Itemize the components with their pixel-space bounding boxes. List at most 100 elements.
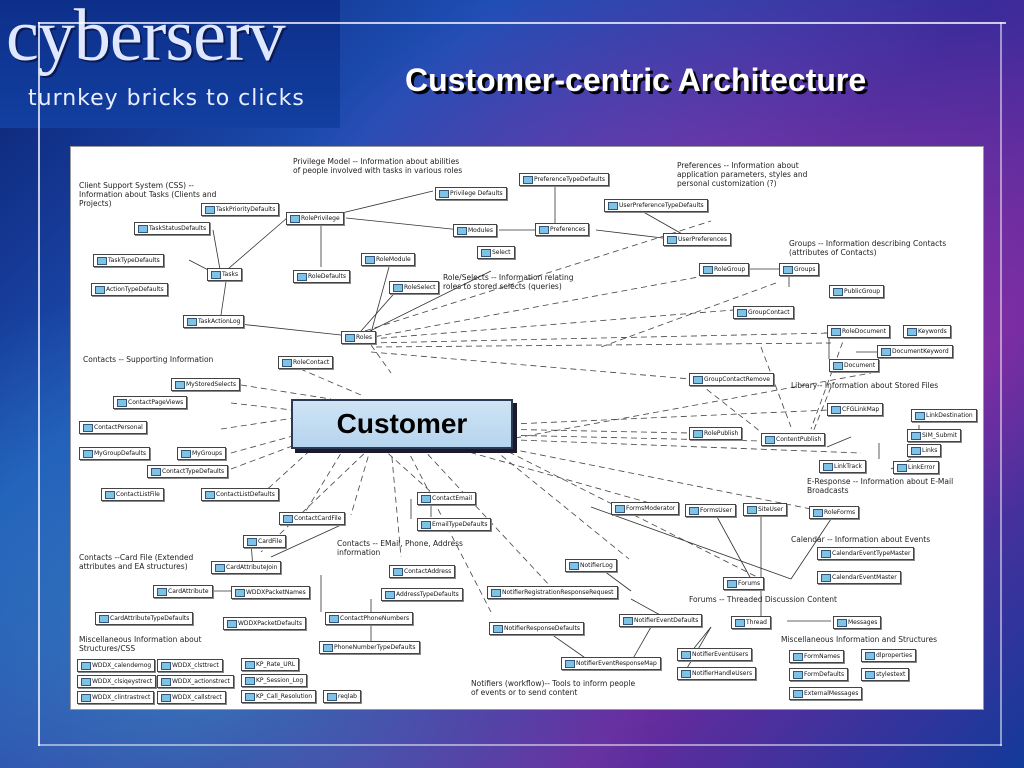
brand-tagline: turnkey bricks to clicks xyxy=(28,86,305,111)
entity-notifier-event-defaults: NotifierEventDefaults xyxy=(619,614,703,627)
entity-role-contact: RoleContact xyxy=(278,356,334,369)
entity-card-attribute: CardAttribute xyxy=(153,585,213,598)
note-css: Client Support System (CSS) -- Informati… xyxy=(79,181,217,208)
entity-card-attribute-join: CardAttributeJoin xyxy=(211,561,282,574)
entity-styles-text: stylestext xyxy=(861,668,910,681)
entity-user-preference-type-defaults: UserPreferenceTypeDefaults xyxy=(604,199,708,212)
slide-title: Customer-centric Architecture xyxy=(405,62,867,98)
entity-thread: Thread xyxy=(731,616,771,629)
entity-task-priority-defaults: TaskPriorityDefaults xyxy=(201,203,280,216)
entity-sim-submit: SIM_Submit xyxy=(907,429,962,442)
entity-wddx-packet-defaults: WDDXPacketDefaults xyxy=(223,617,306,630)
entity-role-publish: RolePublish xyxy=(689,427,743,440)
entity-wddx-clsttrect: WDDX_clsttrect xyxy=(157,659,223,672)
entity-wddx-clintrastrect: WDDX_clintrastrect xyxy=(77,691,155,704)
entity-links: Links xyxy=(907,444,942,457)
entity-external-messages: ExternalMessages xyxy=(789,687,863,700)
note-misc-right: Miscellaneous Information and Structures xyxy=(781,635,938,644)
entity-preferences: Preferences xyxy=(535,223,590,236)
note-notifiers: Notifiers (workflow)-- Tools to inform p… xyxy=(471,679,636,697)
entity-my-groups: MyGroups xyxy=(177,447,227,460)
entity-contact-list-defaults: ContactListDefaults xyxy=(201,488,279,501)
frame-right-line xyxy=(1000,22,1002,746)
entity-reqlab: reqlab xyxy=(323,690,361,703)
entity-contact-page-views: ContactPageViews xyxy=(113,396,188,409)
entity-site-user: SiteUser xyxy=(743,503,788,516)
entity-form-names: FormNames xyxy=(789,650,844,663)
entity-group-contact-remove: GroupContactRemove xyxy=(689,373,774,386)
entity-groups: Groups xyxy=(779,263,820,276)
entity-tasks: Tasks xyxy=(207,268,243,281)
entity-modules: Modules xyxy=(453,224,497,237)
entity-email-type-defaults: EmailTypeDefaults xyxy=(417,518,492,531)
entity-cfg-link-map: CFGLinkMap xyxy=(827,403,884,416)
note-eresponse: E-Response -- Information about E-Mail B… xyxy=(807,477,954,495)
entity-contact-card-file: ContactCardFile xyxy=(279,512,346,525)
entity-task-type-defaults: TaskTypeDefaults xyxy=(93,254,164,267)
entity-group-contact: GroupContact xyxy=(733,306,794,319)
entity-contact-phone-numbers: ContactPhoneNumbers xyxy=(325,612,414,625)
customer-entity: Customer xyxy=(291,399,513,449)
entity-my-group-defaults: MyGroupDefaults xyxy=(79,447,151,460)
note-card-file: Contacts --Card File (Extended attribute… xyxy=(79,553,194,571)
brand-logo: cyberserv xyxy=(6,0,286,77)
frame-top-line xyxy=(38,22,1006,24)
entity-notifier-event-users: NotifierEventUsers xyxy=(677,648,753,661)
entity-role-group: RoleGroup xyxy=(699,263,750,276)
entity-wddx-packet-names: WDDXPacketNames xyxy=(231,586,310,599)
note-contacts-support: Contacts -- Supporting Information xyxy=(83,355,214,364)
entity-roles: Roles xyxy=(341,331,377,344)
entity-messages: Messages xyxy=(833,616,882,629)
note-forums: Forums -- Threaded Discussion Content xyxy=(689,595,837,604)
entity-role-defaults: RoleDefaults xyxy=(293,270,350,283)
entity-address-type-defaults: AddressTypeDefaults xyxy=(381,588,463,601)
note-misc-left: Miscellaneous Information about Structur… xyxy=(79,635,202,653)
entity-public-group: PublicGroup xyxy=(829,285,885,298)
entity-document-keyword: DocumentKeyword xyxy=(877,345,953,358)
entity-dlproperties: dlproperties xyxy=(861,649,917,662)
entity-link-destination: LinkDestination xyxy=(911,409,977,422)
entity-wddx-calendemog: WDDX_calendemog xyxy=(77,659,156,672)
note-role-selects: Role/Selects -- Information relating rol… xyxy=(443,273,574,291)
note-library: Library-- Information about Stored Files xyxy=(791,381,939,390)
entity-link-track: LinkTrack xyxy=(819,460,866,473)
note-preferences: Preferences -- Information about applica… xyxy=(677,161,808,188)
note-groups: Groups -- Information describing Contact… xyxy=(789,239,947,257)
entity-kp-call-resolution: KP_Call_Resolution xyxy=(241,690,317,703)
entity-link-error: LinkError xyxy=(893,461,939,474)
frame-left-line xyxy=(38,22,40,746)
entity-calendar-event-type-master: CalendarEventTypeMaster xyxy=(817,547,915,560)
entity-wddx-callstrect: WDDX_callstrect xyxy=(157,691,226,704)
entity-role-module: RoleModule xyxy=(361,253,415,266)
entity-forums: Forums xyxy=(723,577,765,590)
entity-user-preferences: UserPreferences xyxy=(663,233,731,246)
note-privilege: Privilege Model -- Information about abi… xyxy=(293,157,463,175)
entity-privilege-defaults: Privilege Defaults xyxy=(435,187,507,200)
entity-task-action-log: TaskActionLog xyxy=(183,315,245,328)
entity-notifier-handle-users: NotifierHandleUsers xyxy=(677,667,757,680)
entity-wddx-clsiqeystrect: WDDX_clsiqeystrect xyxy=(77,675,157,688)
entity-notifier-event-response-map: NotifierEventResponseMap xyxy=(561,657,661,670)
entity-card-attribute-type-defaults: CardAttributeTypeDefaults xyxy=(95,612,194,625)
frame-bottom-line xyxy=(38,744,1002,746)
entity-my-stored-selects: MyStoredSelects xyxy=(171,378,241,391)
entity-preference-type-defaults: PreferenceTypeDefaults xyxy=(519,173,609,186)
entity-contact-personal: ContactPersonal xyxy=(79,421,147,434)
entity-form-defaults: FormDefaults xyxy=(789,668,849,681)
entity-contact-type-defaults: ContactTypeDefaults xyxy=(147,465,229,478)
entity-role-privilege: RolePrivilege xyxy=(286,212,344,225)
entity-role-forms: RoleForms xyxy=(809,506,860,519)
entity-notifier-response-defaults: NotifierResponseDefaults xyxy=(489,622,584,635)
note-calendar: Calendar -- Information about Events xyxy=(791,535,931,544)
entity-card-file: CardFile xyxy=(243,535,287,548)
entity-contact-list-file: ContactListFile xyxy=(101,488,164,501)
entity-role-select: RoleSelect xyxy=(389,281,440,294)
entity-forms-user: FormsUser xyxy=(685,504,736,517)
entity-task-status-defaults: TaskStatusDefaults xyxy=(134,222,211,235)
logo-panel: cyberserv turnkey bricks to clicks xyxy=(0,0,340,128)
entity-notifier-reg: NotifierRegistrationResponseRequest xyxy=(487,586,618,599)
entity-kp-session-log: KP_Session_Log xyxy=(241,674,308,687)
entity-phone-number-type-defaults: PhoneNumberTypeDefaults xyxy=(319,641,420,654)
entity-keywords: Keywords xyxy=(903,325,951,338)
entity-forms-moderator: FormsModerator xyxy=(611,502,680,515)
